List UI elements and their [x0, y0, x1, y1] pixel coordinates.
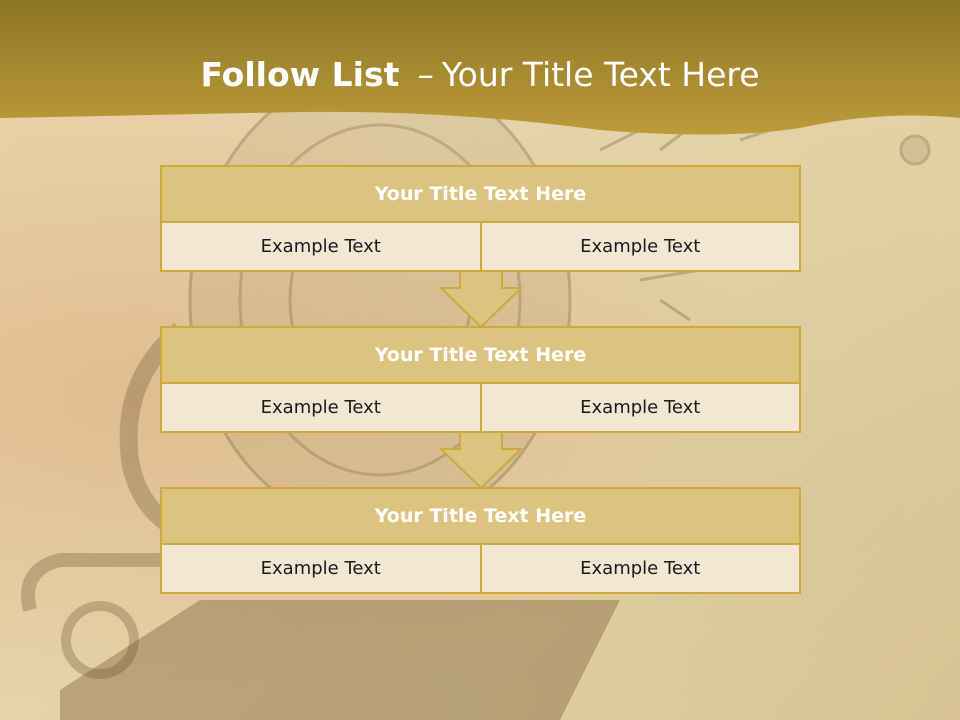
block-cell-right: Example Text: [479, 545, 801, 594]
title-bold: Follow List: [200, 55, 400, 94]
slide-title: Follow List–Your Title Text Here: [0, 52, 960, 98]
list-block-2: Your Title Text Here Example Text Exampl…: [160, 326, 801, 433]
list-block-1: Your Title Text Here Example Text Exampl…: [160, 165, 801, 272]
title-separator: –: [417, 55, 434, 94]
block-row: Example Text Example Text: [160, 384, 801, 433]
block-row: Example Text Example Text: [160, 223, 801, 272]
block-title: Your Title Text Here: [160, 326, 801, 384]
list-block-3: Your Title Text Here Example Text Exampl…: [160, 487, 801, 594]
block-cell-right: Example Text: [479, 384, 801, 433]
down-arrow-icon: [439, 432, 523, 490]
block-title: Your Title Text Here: [160, 165, 801, 223]
block-cell-left: Example Text: [160, 545, 482, 594]
block-cell-right: Example Text: [479, 223, 801, 272]
block-title: Your Title Text Here: [160, 487, 801, 545]
block-cell-left: Example Text: [160, 384, 482, 433]
title-rest: Your Title Text Here: [441, 55, 760, 94]
block-row: Example Text Example Text: [160, 545, 801, 594]
block-cell-left: Example Text: [160, 223, 482, 272]
header-band: [0, 0, 960, 135]
down-arrow-icon: [439, 271, 523, 329]
